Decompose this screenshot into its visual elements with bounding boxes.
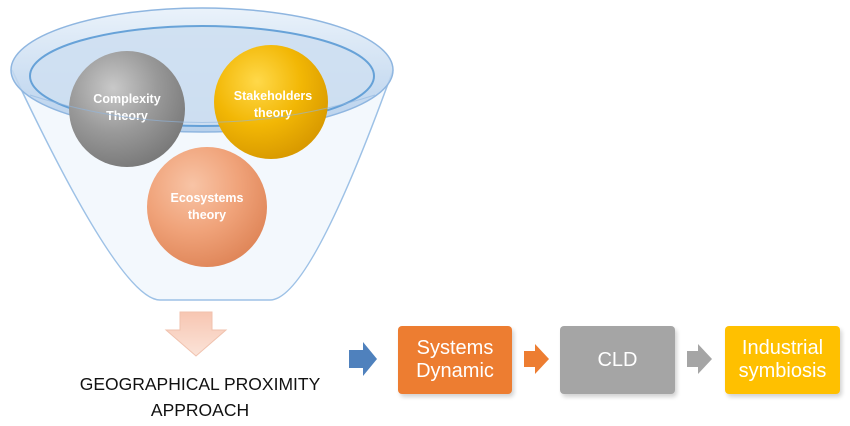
ball-stakeholders-line1: Stakeholders [234,89,313,103]
ball-complexity-shape [69,51,185,167]
funnel-front-lip [29,94,376,123]
approach-line2: APPROACH [150,400,250,420]
systems-dynamic-line2: Dynamic [416,360,494,382]
ball-ecosystems-shape [147,147,267,267]
ball-ecosystems-line2: theory [188,208,226,222]
cld-box: CLD [560,326,675,394]
ball-complexity-line1: Complexity [93,92,160,106]
ball-complexity-line2: Theory [106,109,148,123]
approach-line1: GEOGRAPHICAL PROXIMITY [79,374,321,394]
ball-complexity-theory: Complexity Theory [69,51,185,167]
ball-ecosystems-theory: Ecosystems theory [147,147,267,267]
down-arrow-icon [164,311,228,357]
systems-dynamic-line1: Systems [416,337,494,359]
right-arrow-icon-blue [349,342,377,376]
ball-stakeholders-theory: Stakeholders theory [214,45,328,159]
right-arrow-icon-gray [687,344,712,374]
ball-stakeholders-shape [214,45,328,159]
cld-label: CLD [597,348,638,371]
right-arrow-icon-orange [524,344,549,374]
systems-dynamic-box: Systems Dynamic [398,326,512,394]
geographical-proximity-approach: GEOGRAPHICAL PROXIMITY APPROACH [50,371,350,423]
industrial-symbiosis-box: Industrial symbiosis [725,326,840,394]
industrial-symbiosis-line1: Industrial [741,337,824,359]
industrial-symbiosis-line2: symbiosis [738,360,827,382]
ball-ecosystems-line1: Ecosystems [171,191,244,205]
